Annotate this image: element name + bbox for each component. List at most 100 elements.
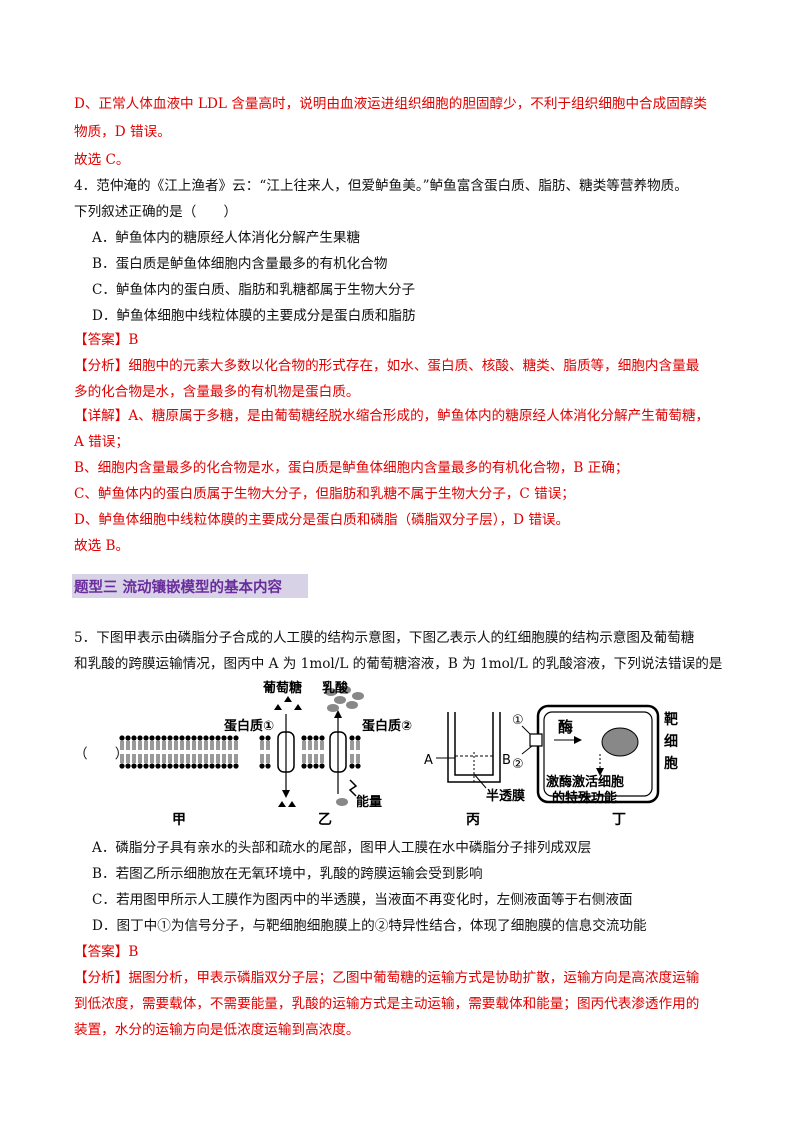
q4-conclusion: 故选 B。	[74, 538, 130, 554]
phospholipid-head	[173, 763, 179, 769]
energy-bolt	[348, 779, 358, 797]
phospholipid-head	[131, 735, 137, 741]
q5-answer: 【答案】B	[74, 942, 138, 962]
q4-stem: 4．范仲淹的《江上渔者》云：“江上往来人，但爱鲈鱼美。”鲈鱼富含蛋白质、脂肪、糖…	[74, 178, 688, 194]
q5-figure: 葡萄糖 乳酸 蛋白质① 蛋白质② 能量 A B 半透膜 ① ② 酶 激酶激活细胞…	[119, 680, 678, 828]
phospholipid-head	[265, 763, 271, 769]
q5-stem-cont: 和乳酸的跨膜运输情况，图丙中 A 为 1mol/L 的葡萄糖溶液，B 为 1mo…	[74, 656, 723, 672]
answer-value: B	[128, 944, 139, 960]
phospholipid-head	[233, 735, 239, 741]
phospholipid-head	[355, 735, 361, 741]
caption-bing: 丙	[466, 812, 480, 828]
target-cell-box	[536, 704, 660, 804]
phospholipid-head	[215, 735, 221, 741]
phospholipid-head	[319, 735, 325, 741]
detail-text: A、糖原属于多糖，是由葡萄糖经脱水缩合形成的，鲈鱼体内的糖原经人体消化分解产生葡…	[128, 408, 710, 424]
phospholipid-head	[259, 735, 265, 741]
phospholipid-head	[161, 763, 167, 769]
phospholipid-head	[349, 763, 355, 769]
q5-option-a: A．磷脂分子具有亲水的头部和疏水的尾部，图甲人工膜在水中磷脂分子排列成双层	[92, 840, 592, 856]
phospholipid-head	[301, 735, 307, 741]
analysis-text: 细胞中的元素大多数以化合物的形式存在，如水、蛋白质、核酸、糖类、脂质等，细胞内含…	[128, 358, 700, 374]
solution-b-label: B	[502, 753, 511, 768]
analysis-tag: 【分析】	[74, 358, 129, 374]
phospholipid-head	[227, 735, 233, 741]
phospholipid-head	[313, 763, 319, 769]
phospholipid-head	[179, 763, 185, 769]
phospholipid-head	[313, 735, 319, 741]
nucleus	[601, 727, 639, 757]
phospholipid-head	[167, 735, 173, 741]
phospholipid-head	[307, 763, 313, 769]
q4-option-a: A．鲈鱼体内的糖原经人体消化分解产生果糖	[92, 230, 361, 246]
phospholipid-head	[155, 735, 161, 741]
membrane-label: 半透膜	[486, 788, 525, 804]
phospholipid-head	[215, 763, 221, 769]
phospholipid-head	[161, 735, 167, 741]
phospholipid-head	[203, 735, 209, 741]
q5-option-c: C．若用图甲所示人工膜作为图丙中的半透膜，当液面不再变化时，左侧液面等于右侧液面	[92, 892, 633, 908]
q4-option-c: C．鲈鱼体内的蛋白质、脂肪和乳糖都属于生物大分子	[92, 282, 416, 298]
phospholipid-head	[307, 735, 313, 741]
q4-option-d: D．鲈鱼体细胞中线粒体膜的主要成分是蛋白质和脂肪	[92, 308, 416, 324]
phospholipid-head	[185, 763, 191, 769]
q4-option-b: B．蛋白质是鲈鱼体细胞内含量最多的有机化合物	[92, 256, 388, 272]
signal-circle-1: ①	[512, 713, 524, 728]
caption-ding: 丁	[612, 812, 626, 828]
energy-label: 能量	[356, 794, 382, 810]
phospholipid-head	[197, 763, 203, 769]
phospholipid-head	[149, 763, 155, 769]
q4-detail-d: D、鲈鱼体细胞中线粒体膜的主要成分是蛋白质和磷脂（磷脂双分子层），D 错误。	[74, 512, 570, 528]
figure-jia-bilayer	[119, 735, 239, 769]
receptor-circle-2: ②	[512, 757, 524, 772]
q5-paren: （ ）	[74, 746, 129, 762]
protein-2-label: 蛋白质②	[362, 718, 412, 734]
phospholipid-head	[143, 735, 149, 741]
phospholipid-head	[259, 763, 265, 769]
phospholipid-head	[203, 763, 209, 769]
phospholipid-head	[209, 763, 215, 769]
phospholipid-head	[125, 735, 131, 741]
enzyme-label: 酶	[558, 718, 573, 736]
phospholipid-head	[221, 763, 227, 769]
q3-conclusion: 故选 C。	[74, 152, 130, 168]
phospholipid-head	[119, 763, 125, 769]
analysis-text: 据图分析，甲表示磷脂双分子层；乙图中葡萄糖的运输方式是协助扩散，运输方向是高浓度…	[128, 970, 700, 986]
q4-answer: 【答案】B	[74, 330, 138, 350]
phospholipid-head	[173, 735, 179, 741]
q3-option-d-explanation: D、正常人体血液中 LDL 含量高时，说明由血液运进组织细胞的胆固醇少，不利于组…	[74, 96, 708, 112]
phospholipid-head	[197, 735, 203, 741]
q4-detail-b: B、细胞内含量最多的化合物是水，蛋白质是鲈鱼体细胞内含量最多的有机化合物，B 正…	[74, 460, 629, 476]
phospholipid-head	[233, 763, 239, 769]
glucose-molecule	[284, 696, 292, 702]
q3-option-d-explanation-cont: 物质，D 错误。	[74, 124, 171, 140]
phospholipid-head	[155, 763, 161, 769]
detail-tag: 【详解】	[74, 408, 129, 424]
q5-analysis-cont: 到低浓度，需要载体，不需要能量，乳酸的运输方式是主动运输，需要载体和能量；图丙代…	[74, 996, 700, 1012]
activation-label: 激酶激活细胞	[546, 774, 624, 790]
phospholipid-head	[119, 735, 125, 741]
lactate-label: 乳酸	[322, 680, 349, 696]
activation-label-cont: 的特殊功能	[552, 790, 617, 806]
q5-analysis: 【分析】据图分析，甲表示磷脂双分子层；乙图中葡萄糖的运输方式是协助扩散，运输方向…	[74, 968, 699, 988]
phospholipid-head	[149, 735, 155, 741]
signal-molecule	[529, 733, 543, 747]
phospholipid-head	[137, 763, 143, 769]
figure-yi-membrane: 葡萄糖 乳酸 蛋白质① 蛋白质② 能量	[224, 680, 412, 810]
figure-bing-utube: A B 半透膜	[424, 712, 525, 804]
q5-stem: 5．下图甲表示由磷脂分子合成的人工膜的结构示意图，下图乙表示人的红细胞膜的结构示…	[74, 630, 695, 646]
q5-option-d: D．图丁中①为信号分子，与靶细胞细胞膜上的②特异性结合，体现了细胞膜的信息交流功…	[92, 918, 647, 934]
lactate-molecule	[325, 688, 337, 696]
phospholipid-head	[355, 763, 361, 769]
q4-analysis: 【分析】细胞中的元素大多数以化合物的形式存在，如水、蛋白质、核酸、糖类、脂质等，…	[74, 356, 699, 376]
phospholipid-head	[137, 735, 143, 741]
phospholipid-head	[319, 763, 325, 769]
solution-a-label: A	[424, 753, 433, 768]
phospholipid-head	[167, 763, 173, 769]
phospholipid-head	[143, 763, 149, 769]
caption-yi: 乙	[318, 812, 332, 828]
target-cell-char-3: 胞	[663, 755, 678, 772]
phospholipid-head	[191, 763, 197, 769]
phospholipid-head	[301, 763, 307, 769]
q5-option-b: B．若图乙所示细胞放在无氧环境中，乳酸的跨膜运输会受到影响	[92, 866, 483, 882]
